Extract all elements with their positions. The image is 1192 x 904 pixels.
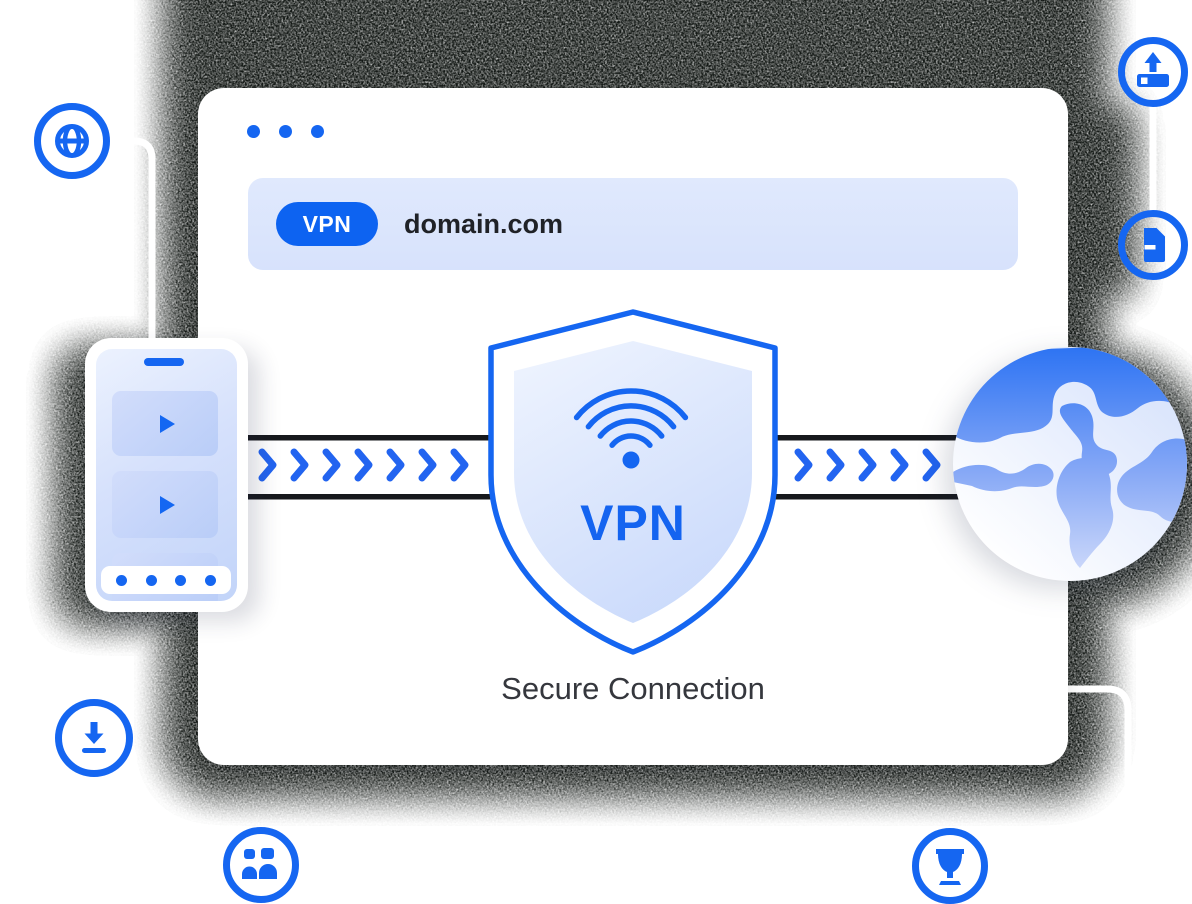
vpn-badge[interactable]: VPN <box>276 202 378 246</box>
play-icon[interactable] <box>160 495 175 514</box>
play-icon[interactable] <box>160 414 175 433</box>
nav-dot[interactable] <box>204 574 216 586</box>
nav-dot[interactable] <box>145 574 157 586</box>
trophy-icon[interactable] <box>912 828 988 904</box>
phone-nav-bar <box>101 566 231 594</box>
connector-download-to-users <box>90 775 227 868</box>
url-text: domain.com <box>404 209 564 239</box>
window-dot <box>279 125 292 138</box>
chevron-right-icon <box>258 448 469 482</box>
data-flow-band-left <box>240 435 498 500</box>
smartphone-mockup <box>85 338 248 612</box>
window-dot <box>247 125 260 138</box>
web-globe-icon[interactable] <box>34 103 110 179</box>
chevron-right-icon <box>794 448 941 482</box>
connector-card-to-trophy <box>985 685 1132 870</box>
wifi-icon <box>573 388 689 448</box>
nav-dot[interactable] <box>175 574 187 586</box>
connector-web-to-phone <box>105 137 156 344</box>
upload-icon[interactable] <box>1118 37 1188 107</box>
phone-speaker <box>144 358 184 366</box>
video-card <box>112 471 218 538</box>
phone-screen <box>96 349 237 601</box>
window-dot <box>311 125 324 138</box>
nav-dot[interactable] <box>116 574 127 586</box>
document-icon[interactable] <box>1118 210 1188 280</box>
address-bar[interactable]: VPN domain.com <box>248 178 1018 270</box>
secure-connection-caption: Secure Connection <box>501 671 765 706</box>
video-card <box>112 391 218 456</box>
vpn-shield <box>488 309 778 655</box>
users-icon[interactable] <box>223 827 299 903</box>
shield-vpn-label: VPN <box>580 495 686 551</box>
data-flow-band-right <box>772 435 964 500</box>
internet-globe <box>953 347 1187 581</box>
download-icon[interactable] <box>55 699 133 777</box>
